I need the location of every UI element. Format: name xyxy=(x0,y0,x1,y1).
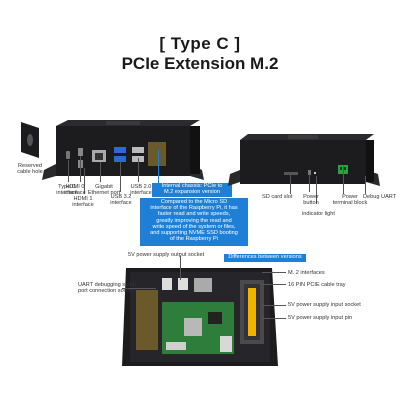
callout-description: Compared to the Micro SD interface of th… xyxy=(140,198,248,246)
callout-internal-chassis: Internal chassis: PCIe to M.2 expansion … xyxy=(152,183,232,197)
label-5v-output-socket: 5V power supply output socket xyxy=(128,252,205,258)
label-type-c: Type C interface xyxy=(56,184,78,197)
internal-board-image xyxy=(122,268,278,366)
label-usb20: USB 2.0 interface xyxy=(130,184,152,197)
back-chassis-image xyxy=(228,134,380,186)
label-hdmi0: HDMI 0 interface xyxy=(64,184,86,197)
label-usb32: USB 3.2 interface xyxy=(110,194,132,207)
label-indicator-light: indicator light xyxy=(302,211,335,217)
label-reserved-cable-hole: Reserved cable hole xyxy=(17,163,43,176)
label-uart-socket: UART debugging serial port connection so… xyxy=(78,282,136,295)
title-type-c: [ Type C ] xyxy=(159,34,241,53)
callout-differences: Differences between versions xyxy=(224,254,306,262)
label-5v-input-pin: 5V power supply input pin xyxy=(288,315,353,321)
label-power-button: Power button xyxy=(303,194,319,207)
cable-hole-detail xyxy=(21,122,39,158)
label-pcie-cable-tray: 16 PIN PCIE cable tray xyxy=(288,282,346,288)
label-debug-uart: Debug UART xyxy=(363,194,397,200)
label-gigabit: Gigabit Ethernet port xyxy=(87,184,121,197)
title-pcie-extension: PCIe Extension M.2 xyxy=(121,54,279,73)
label-5v-input-socket: 5V power supply input socket xyxy=(288,302,361,308)
label-m2-interfaces: M. 2 interfaces xyxy=(288,270,325,276)
label-power-terminal: Power terminal block xyxy=(332,194,368,207)
front-chassis-image xyxy=(42,120,204,180)
label-sd-card-slot: SD card slot xyxy=(262,194,293,200)
label-hdmi1: HDMI 1 interface xyxy=(72,196,94,209)
